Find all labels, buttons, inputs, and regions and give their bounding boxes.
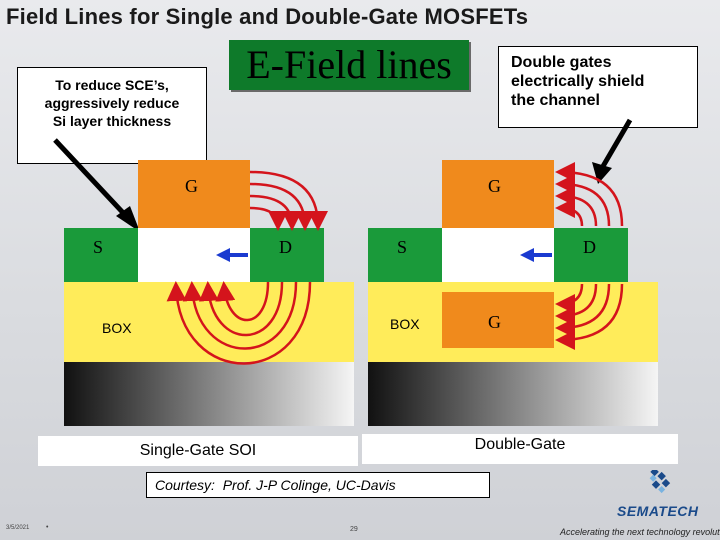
single-gate-caption: Single-Gate SOI [38, 436, 358, 466]
single-current-arrowhead [216, 248, 230, 262]
field-line [555, 186, 598, 227]
field-line [555, 283, 611, 338]
callout-right-line: the channel [511, 92, 600, 109]
field-line [555, 283, 584, 314]
double-field-lines-bottom [555, 283, 624, 350]
single-gate [138, 160, 250, 228]
field-line [555, 283, 598, 326]
field-line [215, 281, 270, 322]
double-drain [554, 228, 628, 282]
callout-left-line: aggressively reduce [44, 95, 180, 111]
tagline: Accelerating the next technology revolut… [560, 527, 720, 537]
double-source-label: S [397, 237, 407, 257]
sematech-logo-text: SEMATECH [617, 503, 699, 519]
callout-left-line: To reduce SCE’s, [55, 77, 169, 93]
single-field-lines-top [249, 170, 328, 231]
field-line [555, 283, 624, 350]
double-current-arrowhead [520, 248, 534, 262]
field-line [166, 281, 312, 365]
slide-title: Field Lines for Single and Double-Gate M… [6, 4, 529, 29]
double-gate-caption: Double-Gate [362, 434, 678, 464]
double-top-gate [442, 160, 554, 228]
double-box-label: BOX [390, 316, 420, 332]
single-gate-label: G [185, 176, 198, 196]
field-line [249, 194, 302, 231]
single-source-label: S [93, 237, 103, 257]
field-line [198, 281, 284, 337]
single-drain-label: D [279, 237, 292, 257]
double-field-lines-top [555, 162, 624, 227]
single-gate-device: G S D BOX [64, 160, 354, 426]
single-field-lines-box [166, 281, 312, 365]
double-substrate [368, 362, 658, 426]
field-line [555, 198, 584, 227]
footer-date: 3/5/2021 [6, 525, 30, 531]
single-drain [250, 228, 324, 282]
left-pointer-arrowhead [116, 206, 140, 232]
left-pointer-arrow [53, 138, 130, 220]
sematech-logo-icon [649, 470, 671, 494]
callout-left-line: Si layer thickness [52, 113, 172, 129]
page-number: 29 [350, 526, 358, 533]
double-source [368, 228, 442, 282]
callout-right-line: Double gates [511, 54, 612, 71]
right-pointer-arrow [599, 118, 633, 170]
single-source [64, 228, 138, 282]
footer-bullet: • [46, 524, 49, 531]
double-gate-device: G S D BOX G [368, 160, 658, 426]
callout-right: Double gates electrically shield the cha… [498, 46, 698, 128]
double-drain-label: D [583, 237, 596, 257]
single-box-label: BOX [102, 320, 132, 336]
callout-right-line: electrically shield [511, 73, 645, 90]
field-line [249, 206, 288, 231]
double-top-gate-label: G [488, 176, 501, 196]
courtesy-note: Courtesy: Prof. J-P Colinge, UC-Davis [146, 472, 490, 498]
double-bottom-gate [442, 292, 554, 348]
efield-label: E-Field lines [229, 40, 469, 90]
double-bottom-gate-label: G [488, 312, 501, 332]
field-line [555, 174, 611, 227]
callout-left: To reduce SCE’s, aggressively reduce Si … [17, 67, 207, 164]
field-line [249, 170, 328, 231]
field-line [249, 182, 315, 231]
field-line [555, 162, 624, 227]
field-line [182, 281, 298, 350]
single-substrate [64, 362, 354, 426]
